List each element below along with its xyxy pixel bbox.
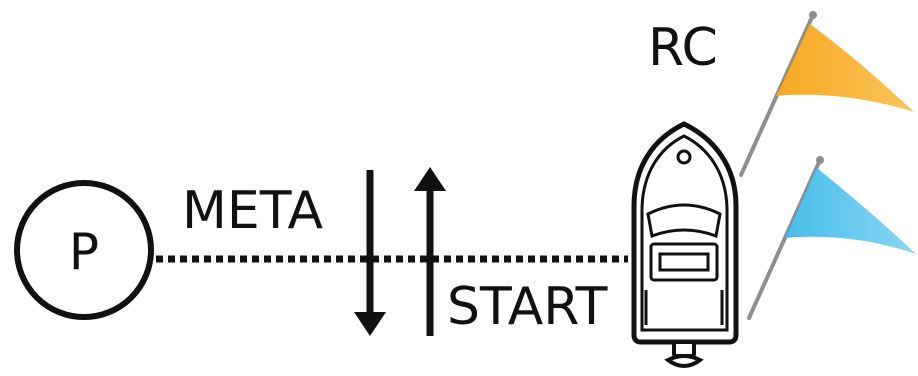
bow-hatch bbox=[676, 149, 692, 165]
pin-buoy: P bbox=[14, 180, 154, 320]
boat-deck bbox=[640, 134, 729, 332]
boat-outboard bbox=[672, 340, 696, 358]
pin-label: P bbox=[69, 223, 99, 281]
pin-buoy-circle bbox=[14, 180, 154, 320]
rc-label: RC bbox=[648, 18, 718, 78]
orange-flag-icon bbox=[739, 11, 914, 177]
arrow-down-icon bbox=[354, 170, 386, 336]
start-label: START bbox=[447, 277, 608, 337]
boat-windshield bbox=[646, 203, 722, 239]
blue-flag-icon bbox=[747, 156, 916, 320]
boat-console-inner bbox=[658, 252, 710, 272]
arrow-up-icon bbox=[414, 167, 446, 336]
boat-hull bbox=[631, 121, 739, 345]
meta-label: META bbox=[182, 181, 323, 241]
committee-boat-icon bbox=[631, 121, 739, 368]
